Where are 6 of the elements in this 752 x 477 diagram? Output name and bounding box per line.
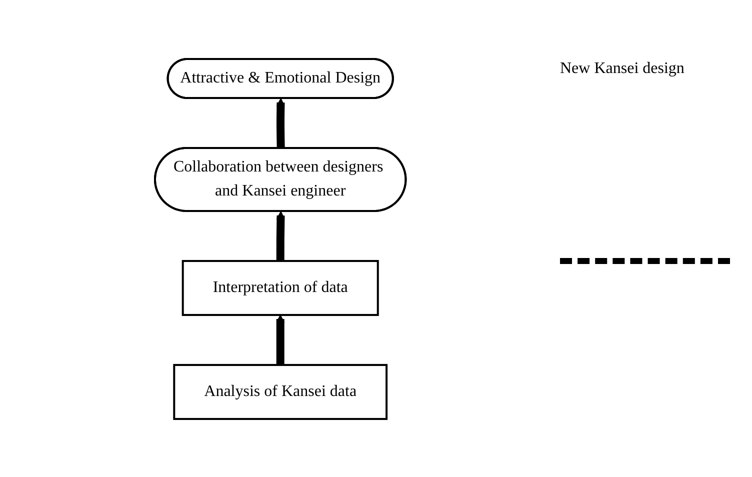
- caption-text: New Kansei design: [560, 60, 686, 78]
- node-box: Analysis of Kansei data: [172, 364, 388, 420]
- arrow: [276, 210, 285, 260]
- arrow: [276, 314, 284, 364]
- node-box: Interpretation of data: [181, 260, 378, 316]
- arrow: [276, 98, 285, 148]
